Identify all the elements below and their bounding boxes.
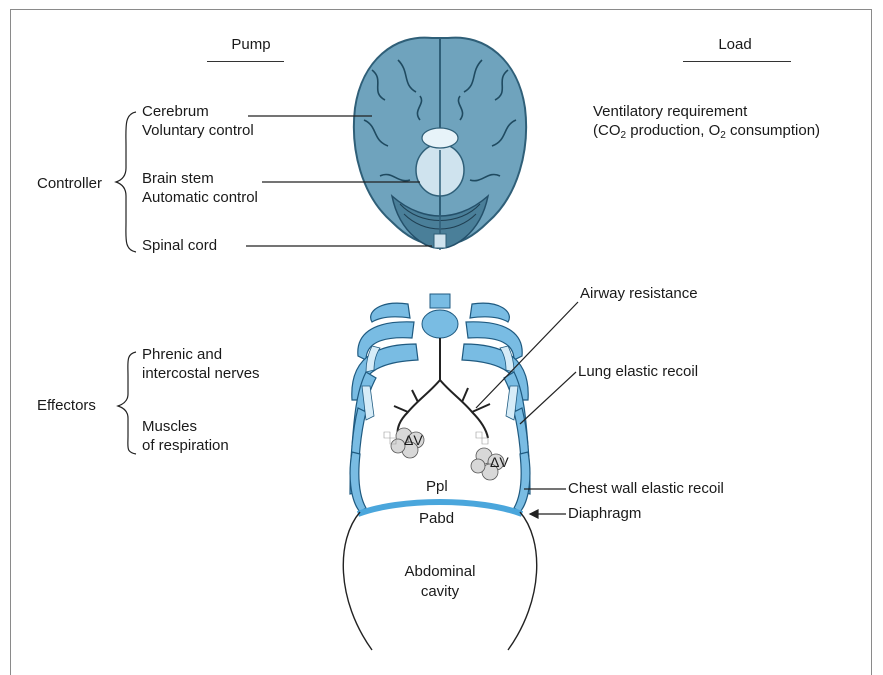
larynx-icon: [422, 310, 458, 338]
effectors-brace: [118, 352, 136, 454]
muscles-label-line2: of respiration: [142, 437, 229, 455]
delta-v-left-label: ΔV: [404, 432, 423, 448]
effectors-label: Effectors: [37, 397, 96, 415]
muscles-label-line1: Muscles: [142, 418, 197, 436]
lung-elastic-recoil-label: Lung elastic recoil: [578, 363, 698, 381]
phrenic-label-line1: Phrenic and: [142, 346, 222, 364]
controller-label: Controller: [37, 175, 102, 193]
brain-stem-label: Brain stem: [142, 170, 214, 188]
airway-resistance-label: Airway resistance: [580, 285, 698, 303]
delta-v-right-label: ΔV: [490, 454, 509, 470]
ppl-label: Ppl: [426, 478, 448, 495]
chest-wall-recoil-label: Chest wall elastic recoil: [568, 480, 724, 498]
abdominal-cavity-outline: [343, 512, 536, 650]
diaphragm-label: Diaphragm: [568, 505, 641, 523]
sternum-icon: [430, 294, 450, 308]
automatic-control-label: Automatic control: [142, 189, 258, 207]
cerebrum-label: Cerebrum: [142, 103, 209, 121]
abdominal-label-line2: cavity: [395, 583, 485, 600]
co2-o2-label: (CO2 production, O2 consumption): [593, 122, 820, 140]
brain-icon: [354, 38, 526, 250]
voluntary-control-label: Voluntary control: [142, 122, 254, 140]
controller-brace: [116, 112, 136, 252]
spinal-cord-label: Spinal cord: [142, 237, 217, 255]
pabd-label: Pabd: [419, 510, 454, 527]
abdominal-label-line1: Abdominal: [395, 563, 485, 580]
phrenic-label-line2: intercostal nerves: [142, 365, 260, 383]
ventilatory-requirement-label: Ventilatory requirement: [593, 103, 747, 121]
